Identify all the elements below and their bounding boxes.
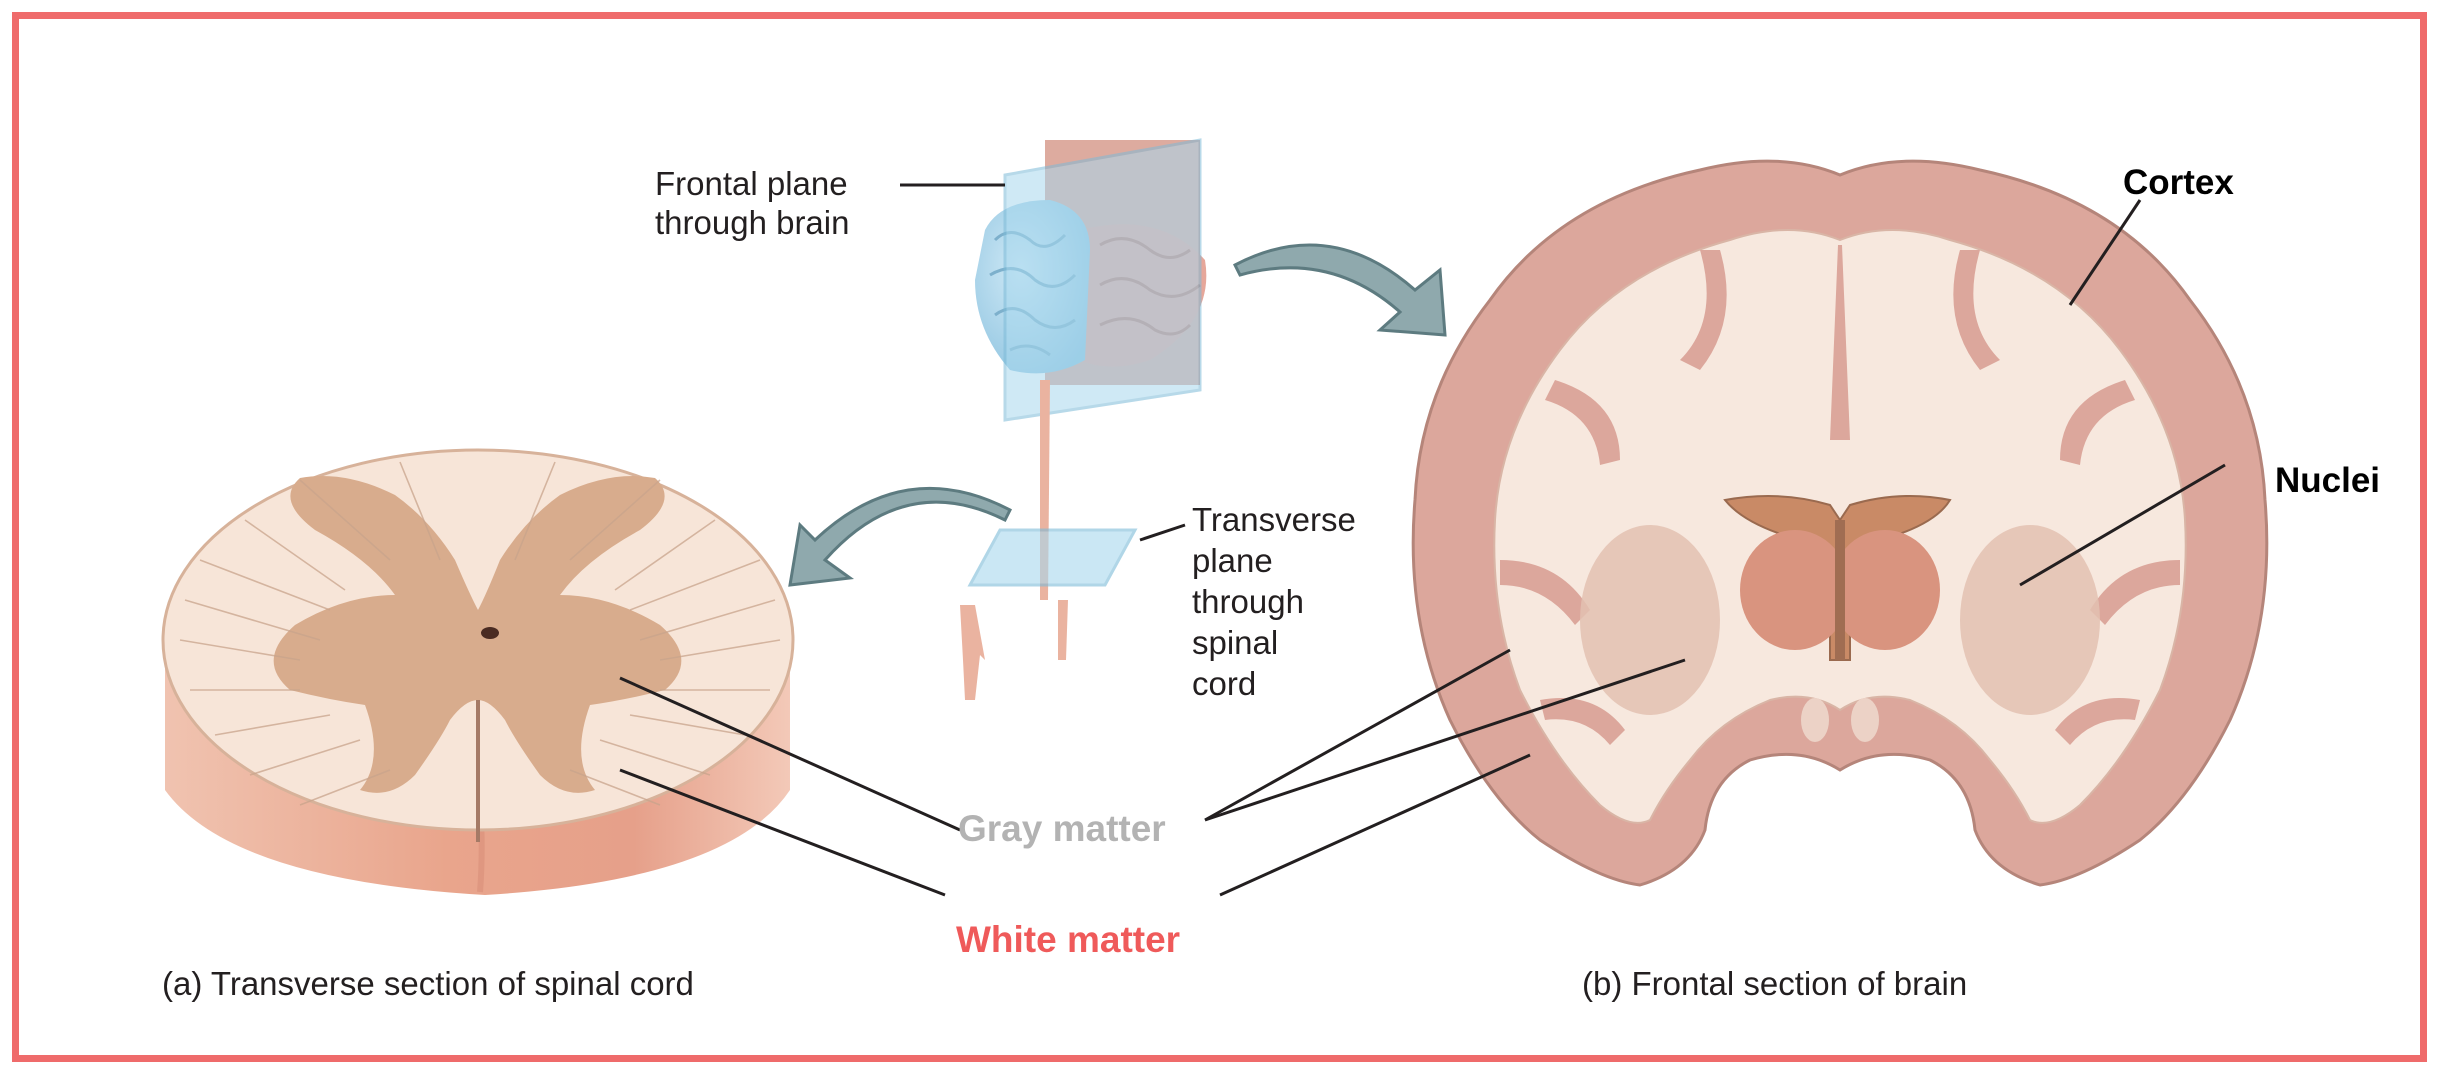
arrow-to-brain-section [1235,245,1445,335]
frontal-plane-label: Frontal plane through brain [655,165,849,243]
transverse-plane-label-line: cord [1192,664,1356,705]
gray-matter-label: Gray matter [958,807,1166,851]
transverse-plane [970,530,1135,585]
white-matter-label: White matter [956,918,1180,962]
basal-nuclei-right [1960,525,2100,715]
caption-a: (a) Transverse section of spinal cord [162,965,694,1004]
central-canal [481,627,499,639]
cortex-label: Cortex [2123,162,2234,203]
transverse-plane-label-line: plane [1192,541,1356,582]
transverse-plane-label-line: Transverse [1192,500,1356,541]
frontal-plane-label-line: Frontal plane [655,165,849,204]
nuclei-label: Nuclei [2275,460,2380,501]
frontal-plane [1005,140,1200,420]
transverse-plane-label: Transverse plane through spinal cord [1192,500,1356,705]
frontal-plane-label-line: through brain [655,204,849,243]
transverse-plane-label-line: spinal [1192,623,1356,664]
spinal-cord-section [163,450,793,895]
brain-with-planes [900,140,1206,700]
spinal-cord-stalk [960,605,985,700]
brain-frontal-section [1413,161,2267,885]
thalamus-right [1830,530,1940,650]
transverse-plane-label-line: through [1192,582,1356,623]
caption-b: (b) Frontal section of brain [1582,965,1967,1004]
